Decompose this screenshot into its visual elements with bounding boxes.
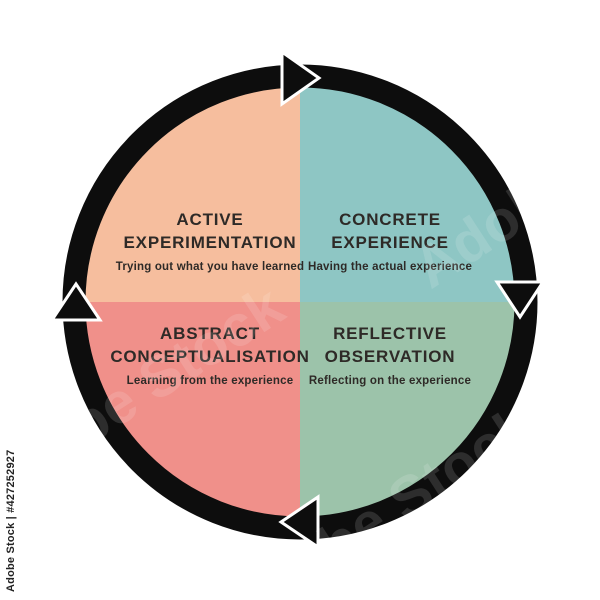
stock-id-watermark: Adobe Stock | #427252927 (5, 449, 17, 592)
arrow-right-down-icon (494, 280, 546, 320)
arrow-bottom-left-icon (278, 494, 320, 550)
quadrant-concrete-experience-wedge (300, 87, 515, 302)
quadrant-abstract-conceptualisation-wedge (85, 302, 300, 517)
quadrant-active-experimentation-wedge (85, 87, 300, 302)
quadrant-reflective-observation-wedge (300, 302, 515, 517)
arrow-top-right-icon (280, 49, 322, 107)
arrow-left-up-icon (49, 281, 103, 322)
